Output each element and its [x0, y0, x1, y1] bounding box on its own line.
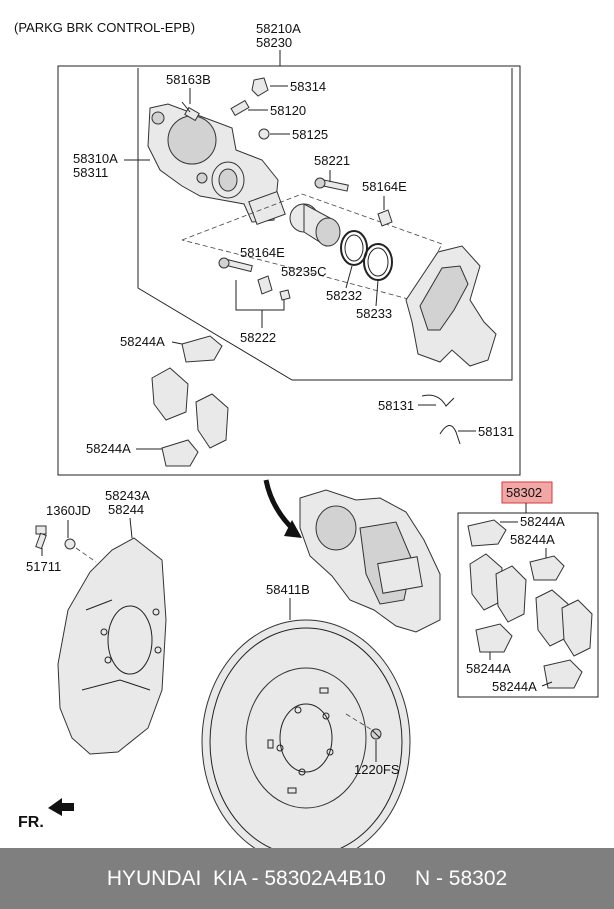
- screw-1220FS: [370, 728, 382, 740]
- label-58244-shield: 58244: [108, 502, 144, 517]
- pad-clip-upper: [181, 335, 223, 363]
- label-58222: 58222: [240, 330, 276, 345]
- label-58210A: 58210A: [256, 21, 301, 36]
- brake-pads: [151, 367, 229, 449]
- bolt-51711: [35, 525, 47, 550]
- footer-text: HYUNDAI KIA - 58302A4B10 N - 58302: [106, 866, 508, 890]
- front-direction-label: FR.: [18, 814, 44, 831]
- label-58314: 58314: [290, 79, 326, 94]
- front-arrow-icon: [48, 798, 74, 816]
- spring-58131-lower: [439, 425, 461, 445]
- assembled-caliper: [299, 489, 441, 633]
- label-58310A: 58310A: [73, 151, 118, 166]
- caliper-inner-frame: [137, 68, 513, 381]
- caliper-carrier: [405, 245, 497, 367]
- label-58244A-kit-2: 58244A: [510, 532, 555, 547]
- caliper-assembly-frame: [57, 65, 521, 476]
- fitting: [230, 99, 250, 117]
- label-58244A-upper: 58244A: [120, 334, 165, 349]
- label-58120: 58120: [270, 103, 306, 118]
- seal-58233: [363, 243, 393, 281]
- spring-58131-upper: [421, 394, 455, 407]
- guide-pin-58221: [314, 177, 349, 192]
- label-58244A-kit-3: 58244A: [466, 661, 511, 676]
- boot-58164E-lower: [257, 275, 273, 295]
- pad-kit-clip-1: [467, 519, 507, 547]
- label-1360JD: 1360JD: [46, 503, 91, 518]
- label-58125: 58125: [292, 127, 328, 142]
- boot-58164E-upper: [377, 209, 393, 227]
- bleeder-screw: [181, 101, 200, 122]
- label-51711: 51711: [26, 559, 61, 574]
- label-58221: 58221: [314, 153, 350, 168]
- pad-kit-frame: [457, 512, 599, 698]
- label-58131-upper: 58131: [378, 398, 414, 413]
- label-58311: 58311: [73, 165, 108, 180]
- label-58244A-kit-1: 58244A: [520, 514, 565, 529]
- label-58164E-upper: 58164E: [362, 179, 407, 194]
- seal-58232: [340, 230, 368, 266]
- bolt-58222: [279, 289, 291, 301]
- dust-shield: [57, 537, 167, 755]
- bleeder-cap: [251, 77, 269, 97]
- highlight-58302-box: [501, 481, 553, 504]
- pad-clip-lower: [161, 439, 199, 467]
- parts-diagram: (PARKG BRK CONTROL-EPB) 58210A 58230: [14, 20, 599, 848]
- label-58163B: 58163B: [166, 72, 211, 87]
- washer-1360JD: [64, 538, 76, 550]
- label-1220FS: 1220FS: [354, 762, 400, 777]
- diagram-title: (PARKG BRK CONTROL-EPB): [14, 20, 195, 35]
- guide-pin-lower: [218, 257, 253, 273]
- label-58411B: 58411B: [266, 582, 310, 597]
- part-number-footer: HYUNDAI KIA - 58302A4B10 N - 58302: [0, 848, 614, 909]
- label-58244A-kit-4: 58244A: [492, 679, 537, 694]
- caliper-body: [147, 103, 286, 226]
- pad-kit-pads-right: [535, 589, 593, 657]
- pad-kit-clip-4: [543, 659, 583, 689]
- brake-disc: [201, 619, 411, 848]
- label-58230: 58230: [256, 35, 292, 50]
- label-58233: 58233: [356, 306, 392, 321]
- label-58164E-lower: 58164E: [240, 245, 285, 260]
- label-58243A: 58243A: [105, 488, 150, 503]
- label-58302[interactable]: 58302: [506, 485, 542, 500]
- label-58232: 58232: [326, 288, 362, 303]
- label-58131-lower: 58131: [478, 424, 514, 439]
- pad-kit-pads-left: [469, 553, 527, 623]
- label-58235C: 58235C: [281, 264, 327, 279]
- pad-kit-clip-3: [475, 623, 513, 653]
- pad-kit-clip-2: [529, 555, 565, 581]
- piston-58235C: [289, 203, 341, 247]
- washer: [258, 128, 270, 140]
- label-58244A-lower: 58244A: [86, 441, 131, 456]
